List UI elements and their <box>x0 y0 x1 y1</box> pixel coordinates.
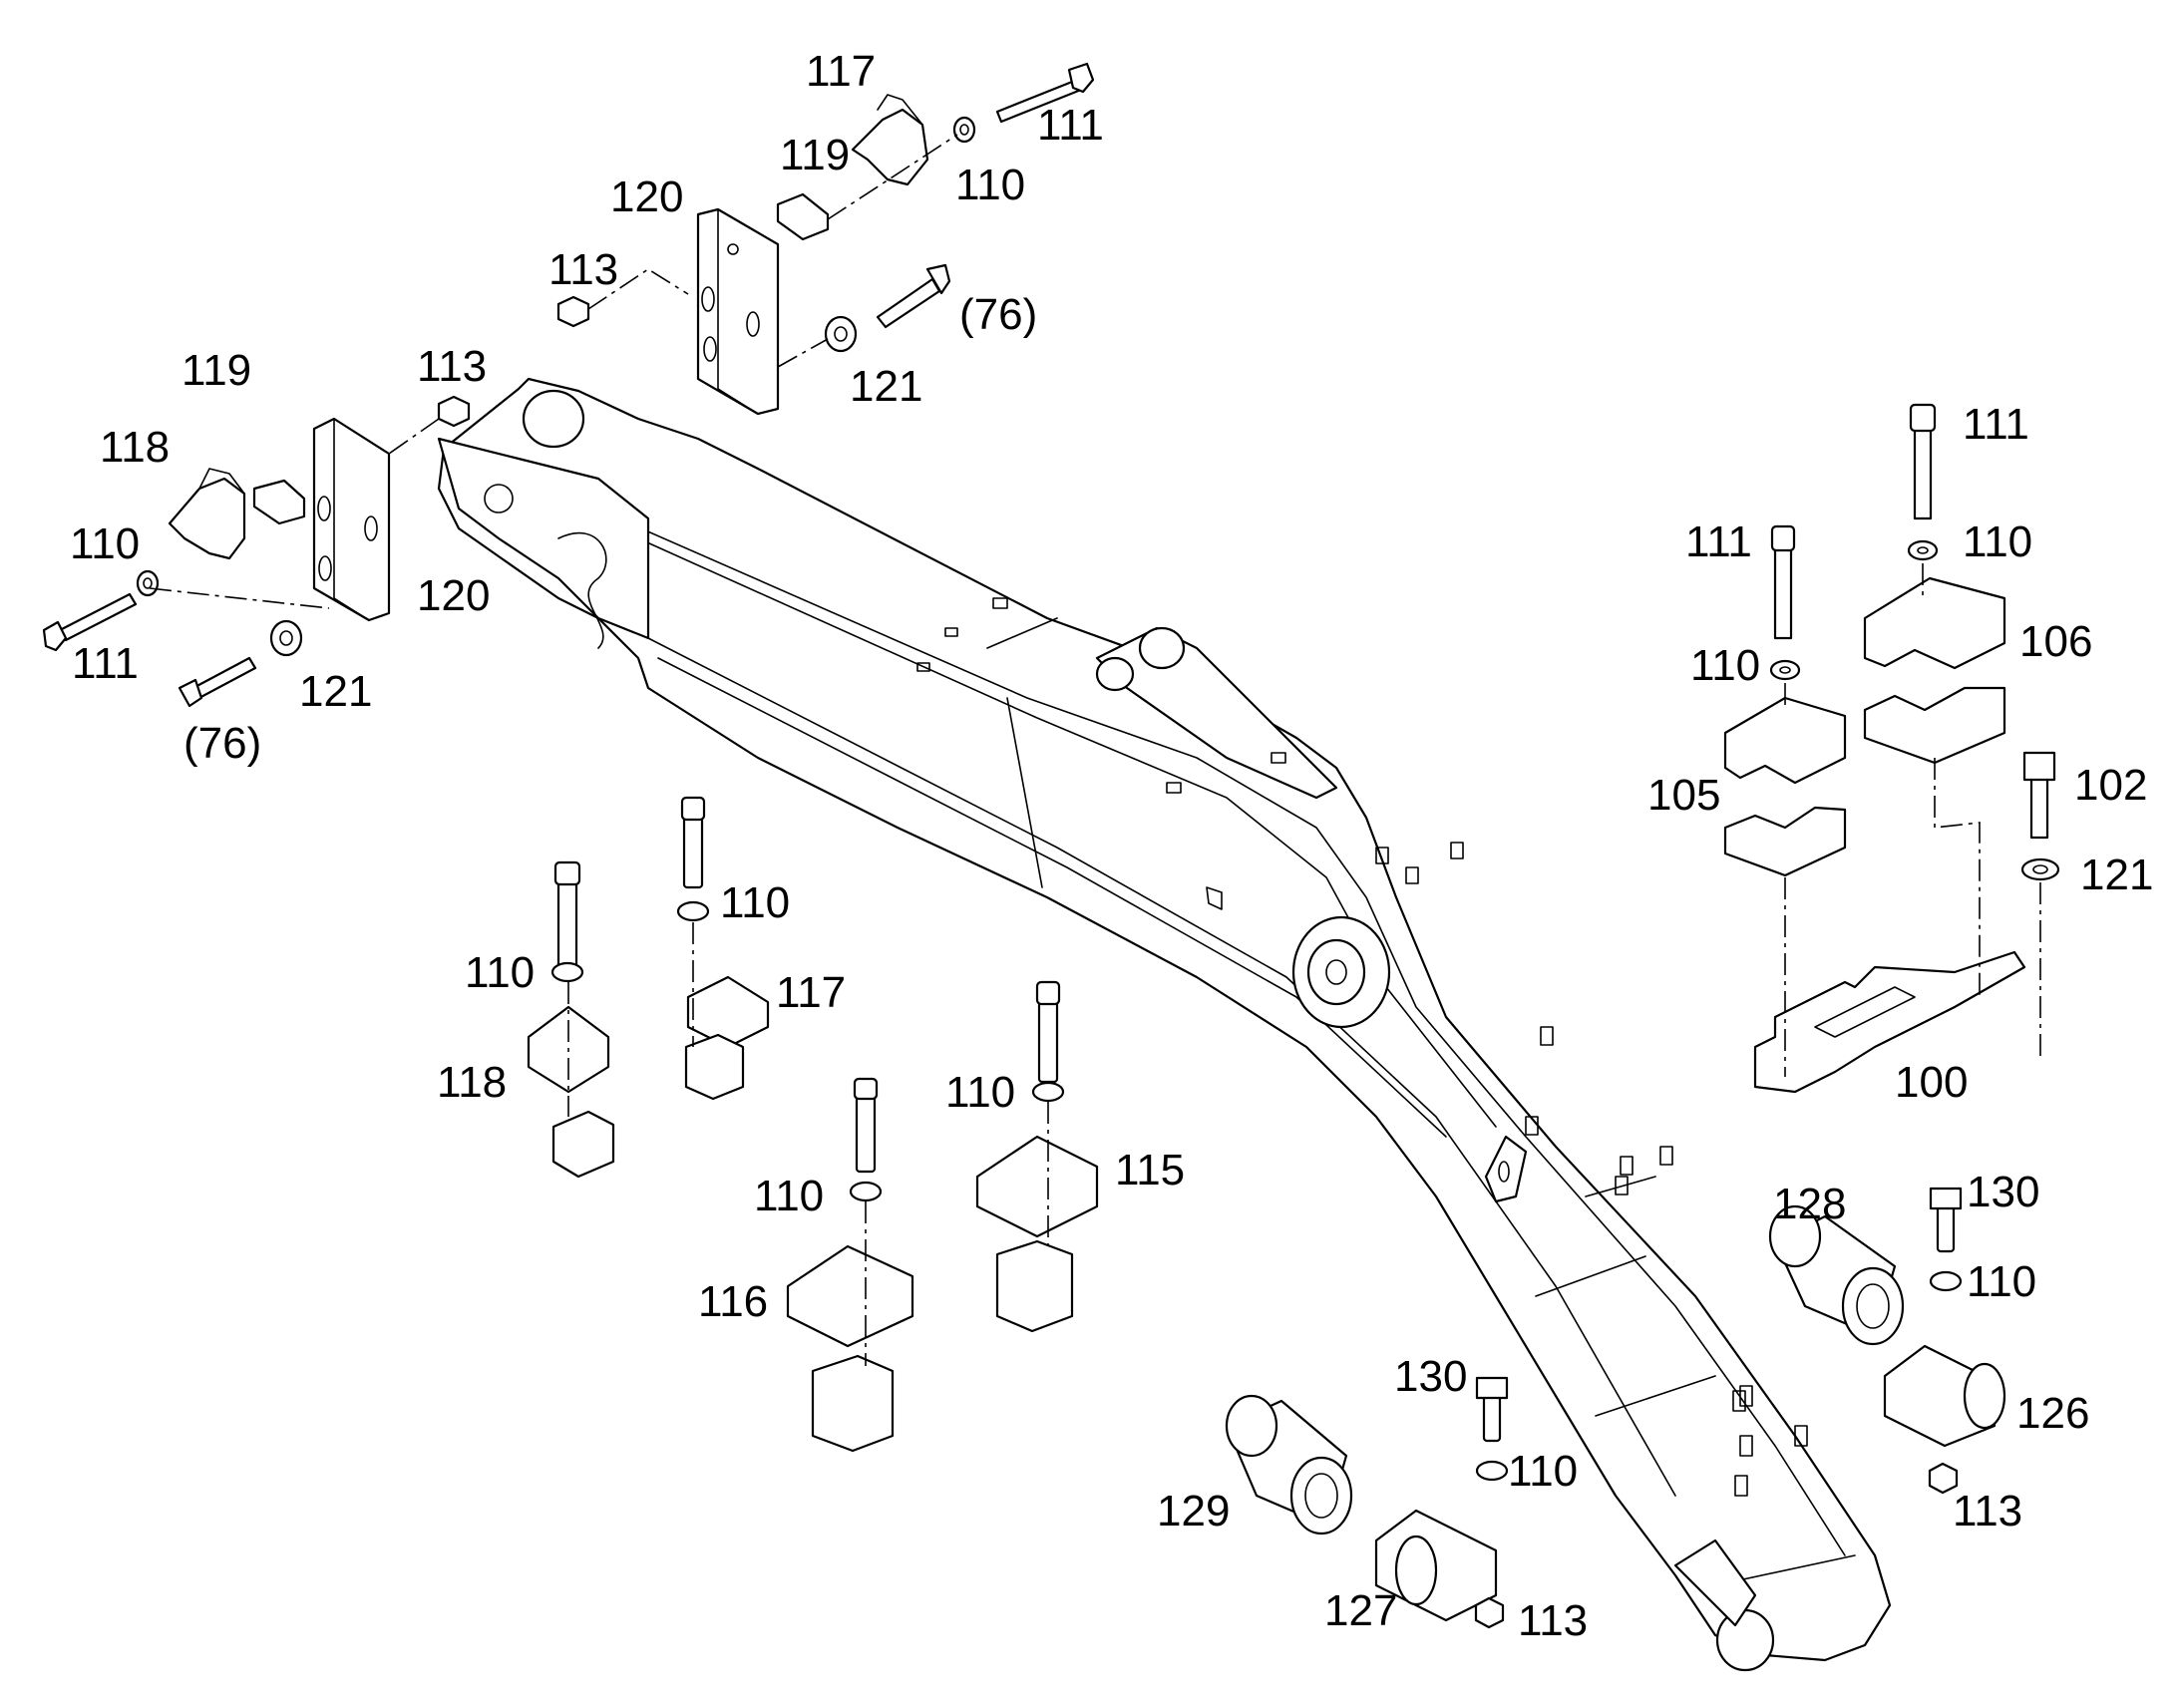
center-clamps-group <box>527 796 1099 1453</box>
label-105: 105 <box>1647 771 1720 820</box>
label-116: 116 <box>698 1277 768 1326</box>
label-110: 110 <box>1967 1257 2036 1306</box>
label-121: 121 <box>2080 851 2153 899</box>
label-110: 110 <box>1508 1447 1578 1496</box>
label-111: 111 <box>1037 101 1104 150</box>
label-100: 100 <box>1895 1058 1968 1107</box>
label-110: 110 <box>720 878 790 927</box>
label-110: 110 <box>70 519 140 568</box>
label-106: 106 <box>2019 617 2092 666</box>
label-110: 110 <box>955 161 1025 209</box>
label-117: 117 <box>806 47 876 96</box>
label-121: 121 <box>299 667 372 716</box>
label-113: 113 <box>417 342 487 391</box>
label-126: 126 <box>2016 1389 2089 1438</box>
label-129: 129 <box>1157 1487 1230 1536</box>
label-110: 110 <box>465 948 535 997</box>
label-120: 120 <box>417 571 490 620</box>
label-76: (76) <box>959 290 1037 339</box>
label-130: 130 <box>1967 1168 2039 1216</box>
callout-labels: 111 117 119 110 120 113 (76) 121 119 113… <box>70 47 2153 1645</box>
label-119: 119 <box>780 131 850 179</box>
label-130: 130 <box>1394 1352 1467 1401</box>
top-plate-group <box>556 207 951 416</box>
label-120: 120 <box>610 172 683 221</box>
bottom-right-group <box>1225 1187 2006 1629</box>
label-111: 111 <box>1685 517 1752 566</box>
label-111: 111 <box>72 639 139 688</box>
label-113: 113 <box>1953 1487 2022 1536</box>
label-127: 127 <box>1324 1586 1397 1635</box>
label-76: (76) <box>183 719 261 768</box>
label-110: 110 <box>1963 517 2032 566</box>
label-115: 115 <box>1115 1146 1185 1195</box>
label-110: 110 <box>945 1068 1015 1117</box>
label-117: 117 <box>776 968 846 1017</box>
label-119: 119 <box>182 346 251 395</box>
left-clamp-group <box>42 395 471 708</box>
label-128: 128 <box>1773 1180 1846 1228</box>
top-clamp-group <box>776 62 1095 241</box>
label-102: 102 <box>2074 761 2147 810</box>
label-111: 111 <box>1963 400 2029 449</box>
label-118: 118 <box>437 1058 507 1107</box>
arm-body <box>437 377 1892 1672</box>
label-121: 121 <box>850 362 922 411</box>
label-118: 118 <box>100 423 170 472</box>
label-113: 113 <box>1518 1596 1588 1645</box>
label-110: 110 <box>1690 641 1760 690</box>
label-110: 110 <box>754 1172 824 1220</box>
label-113: 113 <box>548 245 618 294</box>
right-clamp-group <box>1723 403 2060 1094</box>
